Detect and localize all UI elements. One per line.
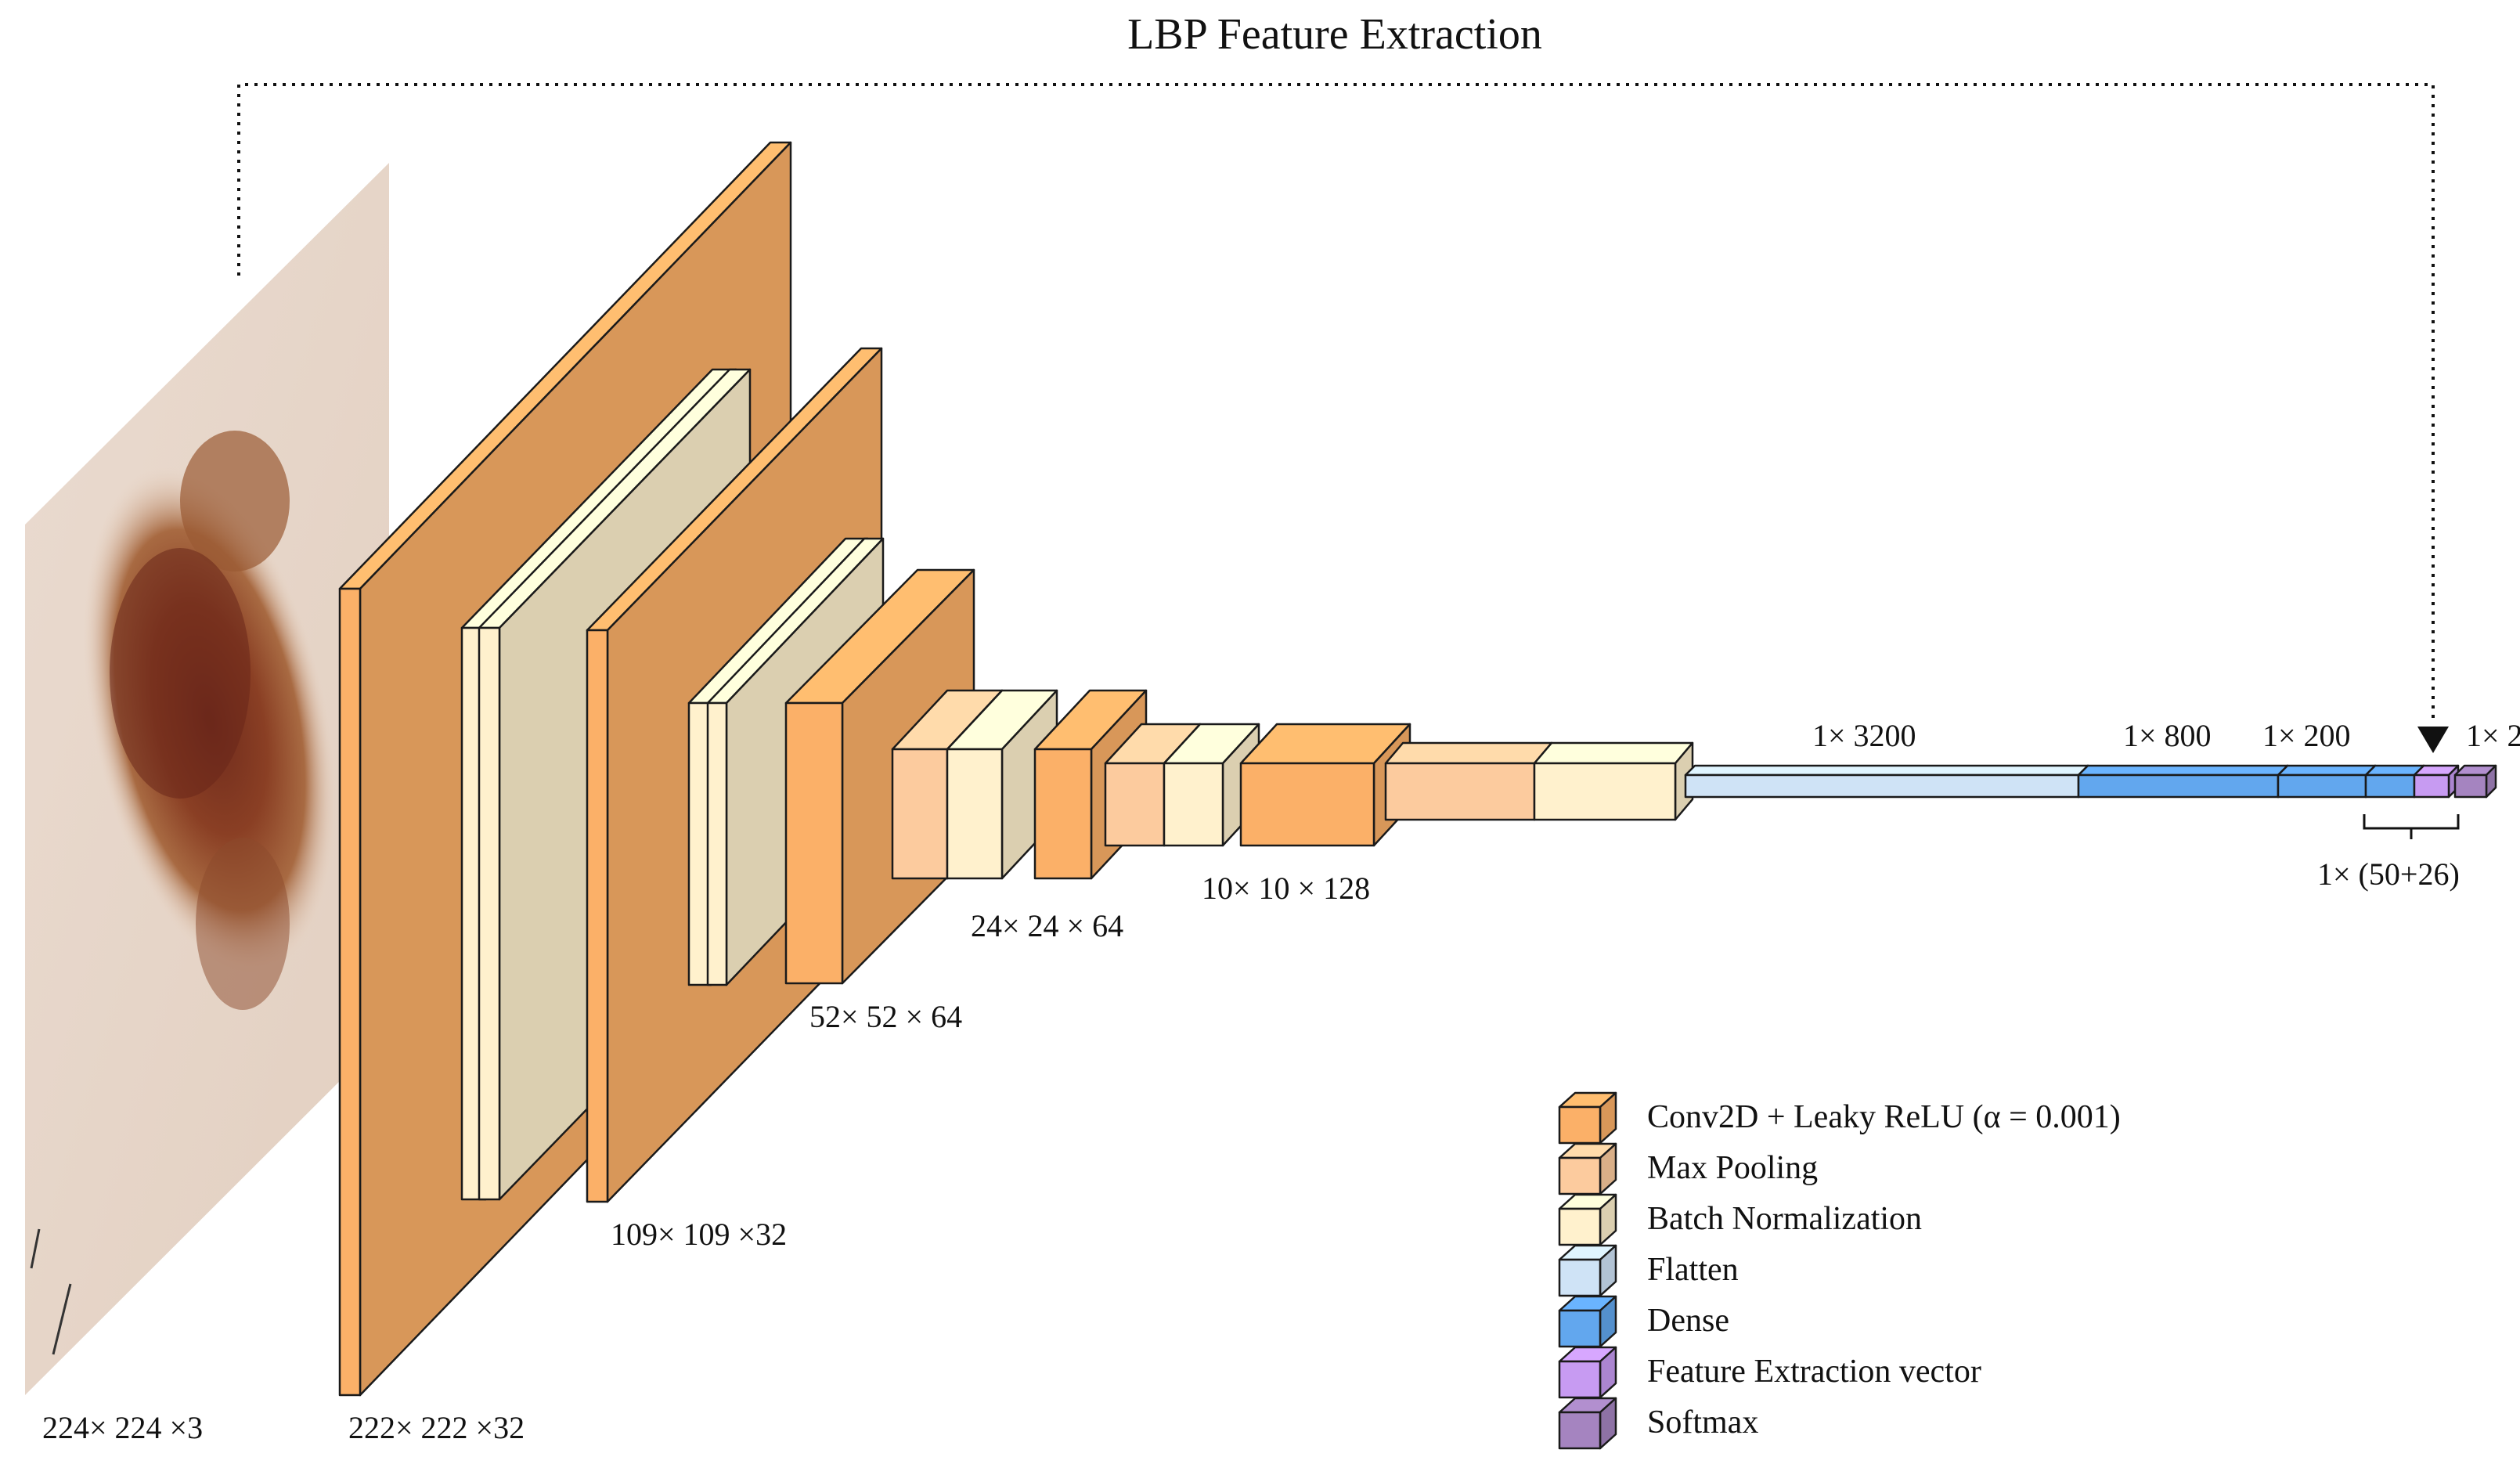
legend-swatch-conv xyxy=(1558,1091,1617,1145)
dim-label-conv1: 222× 222 ×32 xyxy=(348,1410,525,1445)
softmax-bar-front xyxy=(2453,773,2488,799)
legend-swatch-batchnorm-front xyxy=(1558,1207,1602,1246)
flatten-bar-front xyxy=(1684,773,2080,799)
legend-label: Feature Extraction vector xyxy=(1647,1354,1981,1390)
legend-swatch-dense xyxy=(1558,1295,1617,1348)
dim-label-output: 1× 2 xyxy=(2466,718,2520,753)
legend-item: Flatten xyxy=(1558,1244,1739,1297)
conv2-block-front xyxy=(586,629,609,1203)
bn6-block-top xyxy=(1533,741,1694,765)
legend-swatch-conv-front xyxy=(1558,1105,1602,1145)
concat-bracket xyxy=(2363,814,2460,839)
dim-label-block2: 109× 109 ×32 xyxy=(611,1217,787,1252)
dense3-bar-front xyxy=(2364,773,2416,799)
dense1-bar-front xyxy=(2077,773,2280,799)
dense2-bar xyxy=(2277,764,2377,799)
dim-label-flatten: 1× 3200 xyxy=(1812,718,1916,753)
dim-label-concat: 1× (50+26) xyxy=(2317,856,2460,892)
diagram-title: LBP Feature Extraction xyxy=(1127,10,1542,59)
legend-swatch-maxpool xyxy=(1558,1142,1617,1195)
bn6-block xyxy=(1533,741,1694,821)
legend-swatch-feature xyxy=(1558,1346,1617,1399)
legend-item: Dense xyxy=(1558,1295,1729,1348)
softmax-bar xyxy=(2453,764,2497,799)
dense1-bar xyxy=(2077,764,2289,799)
legend-item: Conv2D + Leaky ReLU (α = 0.001) xyxy=(1558,1091,2121,1145)
dense2-bar-front xyxy=(2277,773,2367,799)
lbp-arrowhead-icon xyxy=(2417,727,2449,753)
input-image xyxy=(25,163,389,1395)
dim-label-dense2: 1× 200 xyxy=(2262,718,2351,753)
legend-label: Dense xyxy=(1647,1303,1729,1339)
dense2-bar-top xyxy=(2277,764,2377,777)
dim-label-block5: 10× 10 × 128 xyxy=(1202,871,1370,906)
legend-swatch-flatten-front xyxy=(1558,1258,1602,1297)
legend-swatch-feature-front xyxy=(1558,1360,1602,1399)
bn6-block-front xyxy=(1533,762,1677,821)
legend-label: Conv2D + Leaky ReLU (α = 0.001) xyxy=(1647,1099,2121,1135)
dimension-labels: 224× 224 ×3 222× 222 ×32 109× 109 ×32 52… xyxy=(42,718,2520,1445)
legend-swatch-dense-front xyxy=(1558,1309,1602,1348)
lbp-dotted-connector xyxy=(237,83,2435,720)
conv1-block-front xyxy=(338,587,362,1397)
legend-item: Softmax xyxy=(1558,1397,1758,1450)
bn2b-block-front xyxy=(478,626,501,1201)
pool6-block-top xyxy=(1384,741,1553,765)
dense1-bar-top xyxy=(2077,764,2289,777)
legend-swatch-maxpool-front xyxy=(1558,1156,1602,1195)
pool6-block-front xyxy=(1384,762,1536,821)
legend-swatch-softmax xyxy=(1558,1397,1617,1450)
pool5-block-front xyxy=(1104,762,1166,847)
layer-blocks xyxy=(338,141,2497,1397)
legend-swatch-softmax-front xyxy=(1558,1411,1602,1450)
dim-label-block3: 52× 52 × 64 xyxy=(809,999,962,1034)
legend: Conv2D + Leaky ReLU (α = 0.001) Max Pooli… xyxy=(1558,1091,2121,1450)
feature-vector-bar xyxy=(2413,764,2460,799)
legend-label: Flatten xyxy=(1647,1252,1739,1288)
legend-label: Softmax xyxy=(1647,1405,1758,1441)
feature-vector-bar-front xyxy=(2413,773,2450,799)
legend-swatch-batchnorm xyxy=(1558,1193,1617,1246)
pool6-block xyxy=(1384,741,1553,821)
pool4-block-front xyxy=(891,748,949,880)
flatten-bar-top xyxy=(1684,764,2089,777)
conv3-block-front xyxy=(784,701,844,985)
bn3b-block-front xyxy=(706,701,728,986)
legend-item: Batch Normalization xyxy=(1558,1193,1922,1246)
conv5-block xyxy=(1239,723,1411,847)
legend-item: Max Pooling xyxy=(1558,1142,1818,1195)
legend-swatch-flatten xyxy=(1558,1244,1617,1297)
dim-label-input: 224× 224 ×3 xyxy=(42,1410,203,1445)
bn5-block-front xyxy=(1163,762,1224,847)
legend-item: Feature Extraction vector xyxy=(1558,1346,1981,1399)
conv5-block-front xyxy=(1239,762,1375,847)
legend-label: Max Pooling xyxy=(1647,1150,1818,1186)
conv4-block-front xyxy=(1033,748,1093,880)
legend-label: Batch Normalization xyxy=(1647,1201,1922,1237)
dim-label-block4: 24× 24 × 64 xyxy=(971,908,1123,943)
bn4-block-front xyxy=(946,748,1004,880)
flatten-bar xyxy=(1684,764,2089,799)
dim-label-dense1: 1× 800 xyxy=(2123,718,2212,753)
